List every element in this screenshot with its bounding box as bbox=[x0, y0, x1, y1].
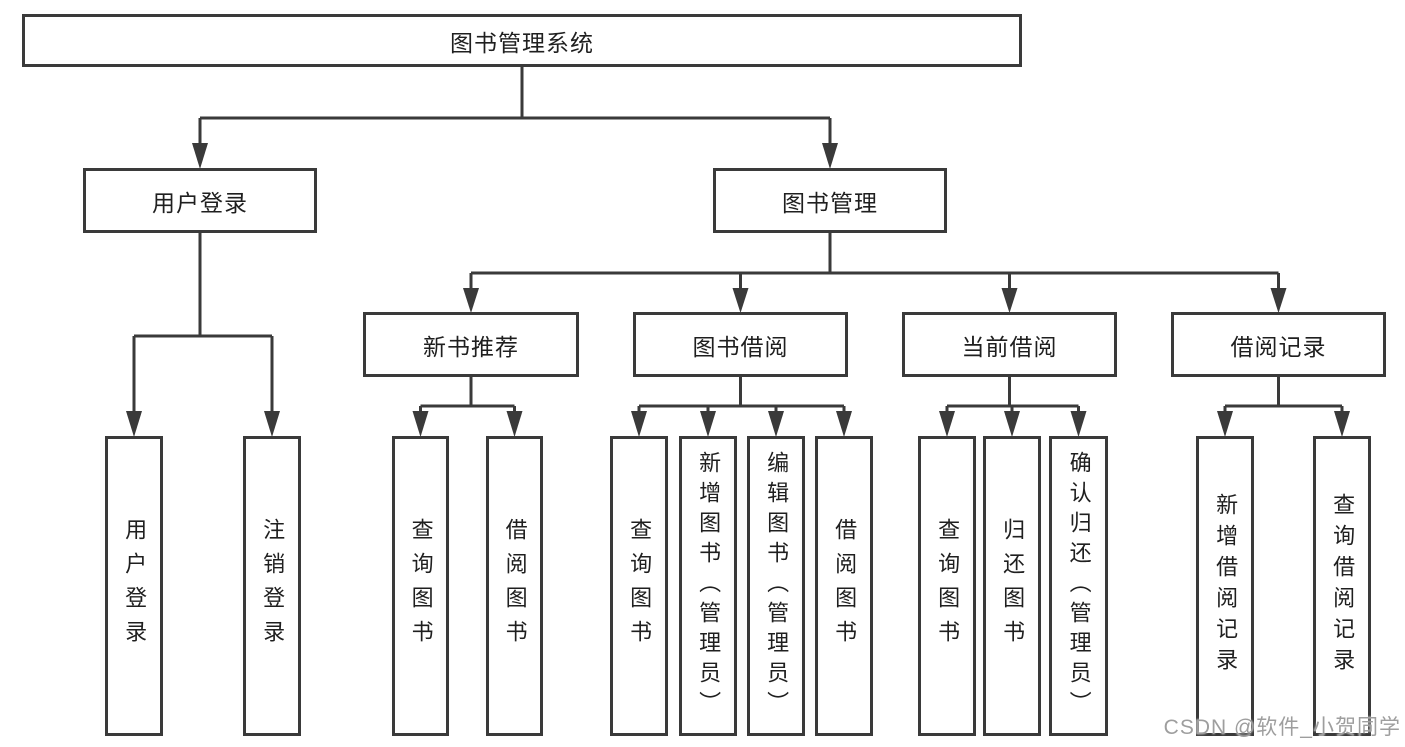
node-label: 当前借阅 bbox=[961, 333, 1058, 360]
leaf-borrow-books-2: 借阅图书 bbox=[815, 436, 873, 736]
node-label: 新书推荐 bbox=[423, 333, 519, 360]
leaf-query-books-1: 查询图书 bbox=[392, 436, 449, 736]
arrowhead bbox=[126, 411, 142, 437]
node-label: 借阅图书 bbox=[502, 518, 528, 654]
leaf-add-borrow-record: 新增借阅记录 bbox=[1196, 436, 1254, 736]
arrowhead bbox=[1004, 411, 1020, 437]
leaf-query-borrow-record: 查询借阅记录 bbox=[1313, 436, 1371, 736]
leaf-query-books-3: 查询图书 bbox=[918, 436, 976, 736]
node-user-login: 用户登录 bbox=[83, 168, 317, 233]
node-label: 注销登录 bbox=[260, 518, 286, 654]
arrowhead bbox=[1217, 411, 1233, 437]
node-label: 查询图书 bbox=[627, 518, 653, 654]
leaf-return-books: 归还图书 bbox=[983, 436, 1041, 736]
arrowhead bbox=[1001, 288, 1018, 313]
leaf-query-books-2: 查询图书 bbox=[610, 436, 668, 736]
arrowhead bbox=[822, 143, 838, 169]
arrowhead bbox=[264, 411, 280, 437]
arrowhead bbox=[732, 288, 749, 313]
leaf-edit-books-admin: 编辑图书（管理员） bbox=[747, 436, 805, 736]
leaf-confirm-return-admin: 确认归还（管理员） bbox=[1049, 436, 1108, 736]
arrowhead bbox=[463, 288, 479, 313]
leaf-user-login: 用户登录 bbox=[105, 436, 163, 736]
node-new-book-recommend: 新书推荐 bbox=[363, 312, 579, 377]
node-label: 归还图书 bbox=[1000, 518, 1026, 654]
arrowhead bbox=[700, 411, 716, 437]
node-borrow-records: 借阅记录 bbox=[1171, 312, 1386, 377]
node-label: 借阅记录 bbox=[1230, 333, 1327, 360]
arrowhead bbox=[412, 411, 429, 437]
csdn-watermark: CSDN @软件_小贺同学 bbox=[1163, 716, 1401, 739]
node-label: 新增图书（管理员） bbox=[696, 451, 722, 721]
node-label: 用户登录 bbox=[122, 518, 148, 654]
arrowhead bbox=[192, 143, 208, 169]
node-label: 确认归还（管理员） bbox=[1066, 451, 1092, 721]
leaf-borrow-books-1: 借阅图书 bbox=[486, 436, 543, 736]
node-label: 图书管理 bbox=[782, 189, 878, 216]
arrowhead bbox=[836, 411, 852, 437]
arrowhead bbox=[506, 411, 523, 437]
node-label: 新增借阅记录 bbox=[1213, 493, 1239, 679]
node-label: 借阅图书 bbox=[832, 518, 858, 654]
node-current-borrow: 当前借阅 bbox=[902, 312, 1117, 377]
arrowhead bbox=[1334, 411, 1350, 437]
node-book-borrow: 图书借阅 bbox=[633, 312, 848, 377]
leaf-logout: 注销登录 bbox=[243, 436, 301, 736]
node-label: 用户登录 bbox=[152, 189, 248, 216]
node-label: 查询图书 bbox=[408, 518, 434, 654]
node-library-system: 图书管理系统 bbox=[22, 14, 1022, 67]
node-book-management: 图书管理 bbox=[713, 168, 947, 233]
leaf-add-books-admin: 新增图书（管理员） bbox=[679, 436, 737, 736]
arrowhead bbox=[1070, 411, 1087, 437]
node-label: 查询借阅记录 bbox=[1330, 493, 1356, 679]
arrowhead bbox=[768, 411, 784, 437]
node-label: 编辑图书（管理员） bbox=[764, 451, 790, 721]
node-label: 查询图书 bbox=[935, 518, 961, 654]
arrowhead bbox=[939, 411, 955, 437]
arrowhead bbox=[631, 411, 647, 437]
arrowhead bbox=[1270, 288, 1287, 313]
node-label: 图书管理系统 bbox=[450, 29, 594, 56]
node-label: 图书借阅 bbox=[692, 333, 789, 360]
